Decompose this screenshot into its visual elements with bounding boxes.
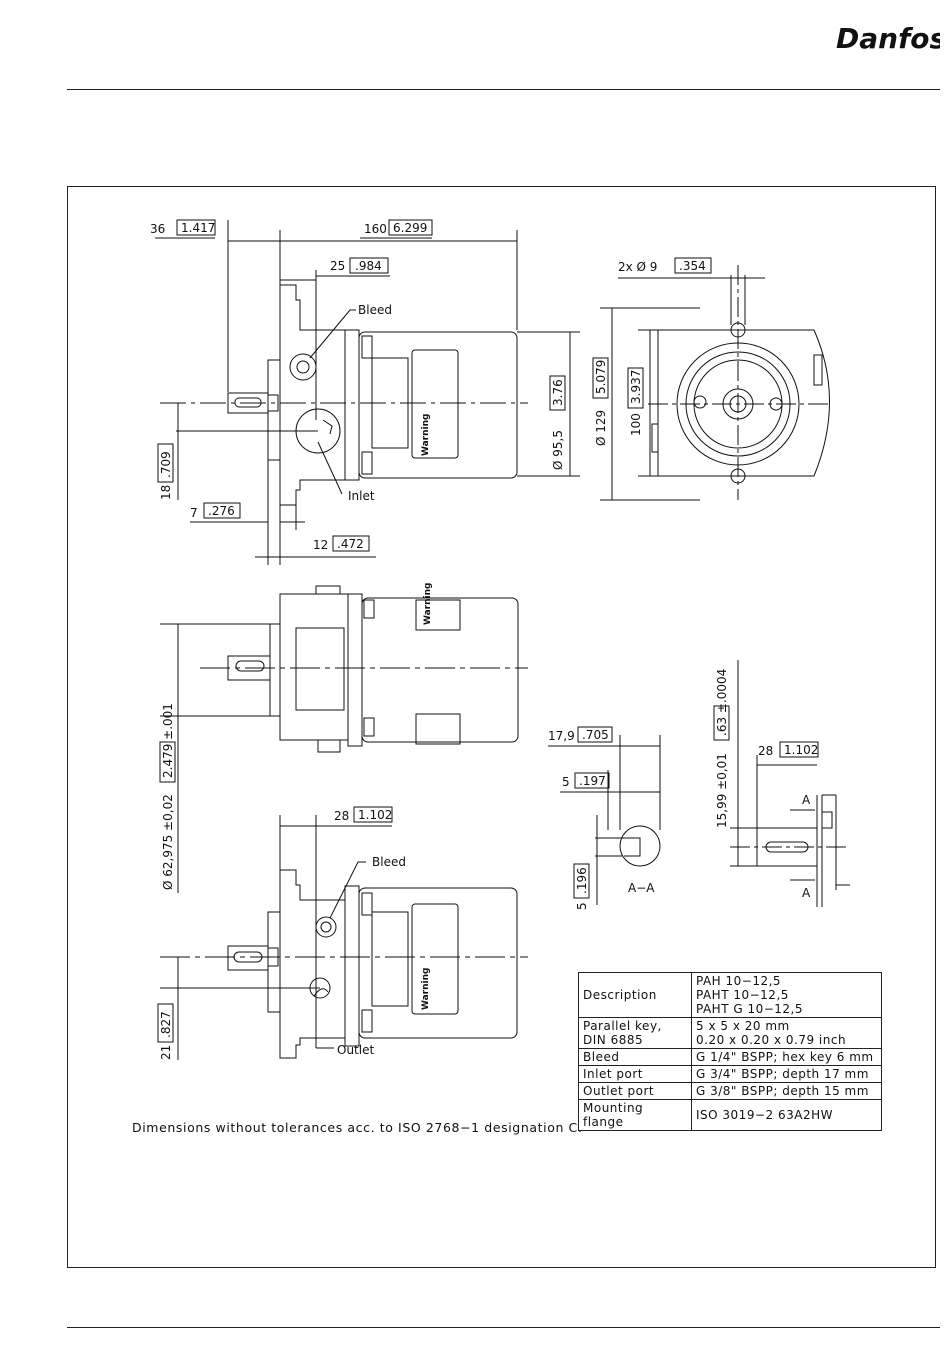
header-rule [67, 89, 940, 90]
section-a-bottom: A [802, 886, 811, 900]
dim-12-in: .472 [337, 537, 364, 551]
danfoss-logo: Danfoss [836, 22, 940, 55]
side-view: Ø 62,975 ±0,02 2.479 ±.001 Warning [159, 583, 528, 893]
warning-label: Warning [421, 414, 431, 456]
section-label: A−A [628, 881, 655, 895]
dim-5b-in: .196 [575, 867, 589, 894]
dim-1599-in: .63 ±.0004 [715, 669, 729, 736]
outlet-label: Outlet [337, 1043, 374, 1057]
dim-5b: 5 [575, 902, 589, 910]
holes-dim-in: .354 [679, 259, 706, 273]
section-a-top: A [802, 793, 811, 807]
dim-1599: 15,99 ±0,01 [715, 753, 729, 828]
bottom-dim-28: 28 [334, 809, 349, 823]
bleed-label: Bleed [358, 303, 392, 317]
side-warning-label: Warning [423, 583, 433, 625]
dia-95-in: 3.76 [551, 379, 565, 406]
spec-label: Description [578, 972, 692, 1018]
dia-129-in: 5.079 [594, 360, 608, 394]
spec-label: Mounting flange [578, 1099, 692, 1131]
bottom-bleed-label: Bleed [372, 855, 406, 869]
dim-100-in: 3.937 [629, 370, 643, 404]
dim-5: 5 [562, 775, 570, 789]
dim-179: 17,9 [548, 729, 575, 743]
spec-label: Inlet port [578, 1065, 692, 1083]
dim-25-in: .984 [355, 259, 382, 273]
inlet-label: Inlet [348, 489, 375, 503]
dim-28-in: 1.102 [784, 743, 818, 757]
dim-5-in: .197 [579, 774, 606, 788]
shaft-detail: 15,99 ±0,01 .63 ±.0004 28 1.102 A A [713, 660, 850, 907]
dim-36: 36 [150, 222, 165, 236]
holes-dim: 2x Ø 9 [618, 260, 657, 274]
dim-160-in: 6.299 [393, 221, 427, 235]
tolerance-note: Dimensions without tolerances acc. to IS… [132, 1120, 583, 1135]
footer-rule [67, 1327, 940, 1328]
dim-18-in: .709 [159, 451, 173, 478]
dia-95: Ø 95,5 [551, 430, 565, 470]
spec-value: G 1/4" BSPP; hex key 6 mm [691, 1048, 882, 1066]
spec-label: Outlet port [578, 1082, 692, 1100]
dim-179-in: .705 [582, 728, 609, 742]
dim-160: 160 [364, 222, 387, 236]
dim-28: 28 [758, 744, 773, 758]
logo-text: Danfoss [836, 22, 940, 55]
end-view: 2x Ø 9 .354 Ø 129 5.079 100 3.937 [592, 257, 830, 501]
dia-129: Ø 129 [594, 410, 608, 446]
dim-18: 18 [159, 485, 173, 500]
bottom-warning-label: Warning [421, 968, 431, 1010]
top-view: 36 1.417 160 6.299 25 .984 Bleed Inlet Ø… [150, 219, 580, 565]
spec-value: G 3/8" BSPP; depth 15 mm [691, 1082, 882, 1100]
shaft-dia: Ø 62,975 ±0,02 [161, 794, 175, 890]
spec-value: G 3/4" BSPP; depth 17 mm [691, 1065, 882, 1083]
key-section: 17,9 .705 5 .197 5 .196 A−A [548, 726, 661, 910]
dim-7: 7 [190, 506, 198, 520]
spec-value: ISO 3019−2 63A2HW [691, 1099, 882, 1131]
bottom-dim-28-in: 1.102 [358, 808, 392, 822]
spec-label: Parallel key,DIN 6885 [578, 1017, 692, 1049]
dim-12: 12 [313, 538, 328, 552]
drawing-frame [67, 186, 936, 1268]
dim-21: 21 [159, 1045, 173, 1060]
bottom-view: 28 1.102 Bleed Outlet 21 .827 Warning [157, 806, 528, 1060]
shaft-dia-in: 2.479 ±.001 [161, 703, 175, 778]
dim-21-in: .827 [159, 1011, 173, 1038]
spec-label: Bleed [578, 1048, 692, 1066]
dim-25: 25 [330, 259, 345, 273]
dim-7-in: .276 [208, 504, 235, 518]
dim-100: 100 [629, 413, 643, 436]
dim-36-in: 1.417 [181, 221, 215, 235]
